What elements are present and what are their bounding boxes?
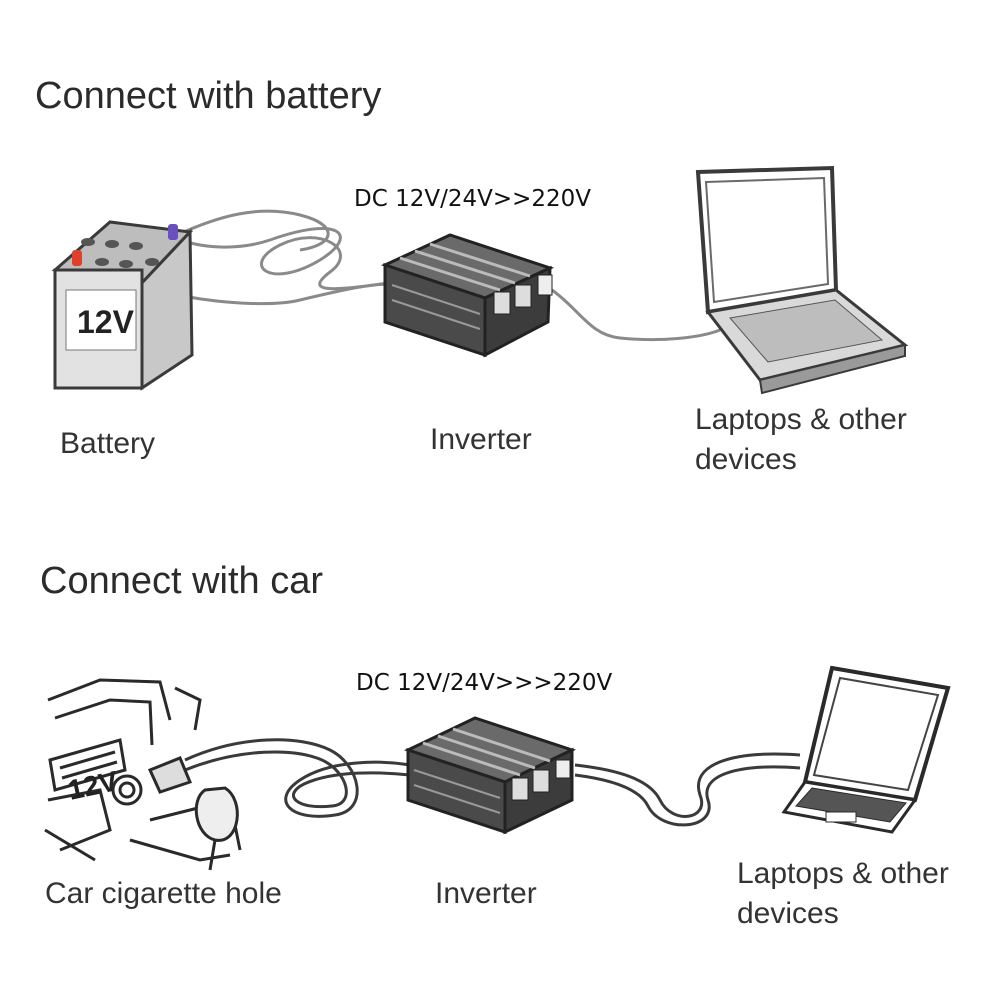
label-laptop-line2-battery: devices bbox=[695, 443, 797, 476]
inverter-illustration-battery bbox=[380, 233, 555, 358]
laptop-illustration-car bbox=[781, 665, 951, 834]
positive-terminal bbox=[72, 250, 82, 266]
label-battery: Battery bbox=[60, 427, 156, 460]
battery-voltage-label: 12V bbox=[77, 304, 134, 340]
label-inverter-battery: Inverter bbox=[430, 423, 532, 456]
spec-car: DC 12V/24V>>>220V bbox=[356, 670, 613, 696]
label-laptop-line1-car: Laptops & other bbox=[737, 857, 949, 890]
negative-terminal bbox=[168, 224, 178, 240]
label-inverter-car: Inverter bbox=[435, 877, 537, 910]
label-car-socket: Car cigarette hole bbox=[45, 877, 282, 910]
heading-connect-car: Connect with car bbox=[40, 560, 324, 602]
inverter-to-laptop-cable-car bbox=[574, 752, 801, 827]
label-laptop-line1-battery: Laptops & other bbox=[695, 403, 907, 436]
inverter-to-laptop-cable bbox=[551, 288, 721, 342]
laptop-illustration-battery bbox=[695, 165, 909, 395]
heading-connect-battery: Connect with battery bbox=[35, 75, 382, 117]
car-interior-illustration bbox=[44, 678, 242, 871]
inverter-illustration-car bbox=[403, 716, 577, 835]
battery-illustration bbox=[51, 220, 194, 391]
label-laptop-line2-car: devices bbox=[737, 897, 839, 930]
car-cables bbox=[184, 738, 411, 818]
spec-battery: DC 12V/24V>>220V bbox=[354, 186, 592, 212]
